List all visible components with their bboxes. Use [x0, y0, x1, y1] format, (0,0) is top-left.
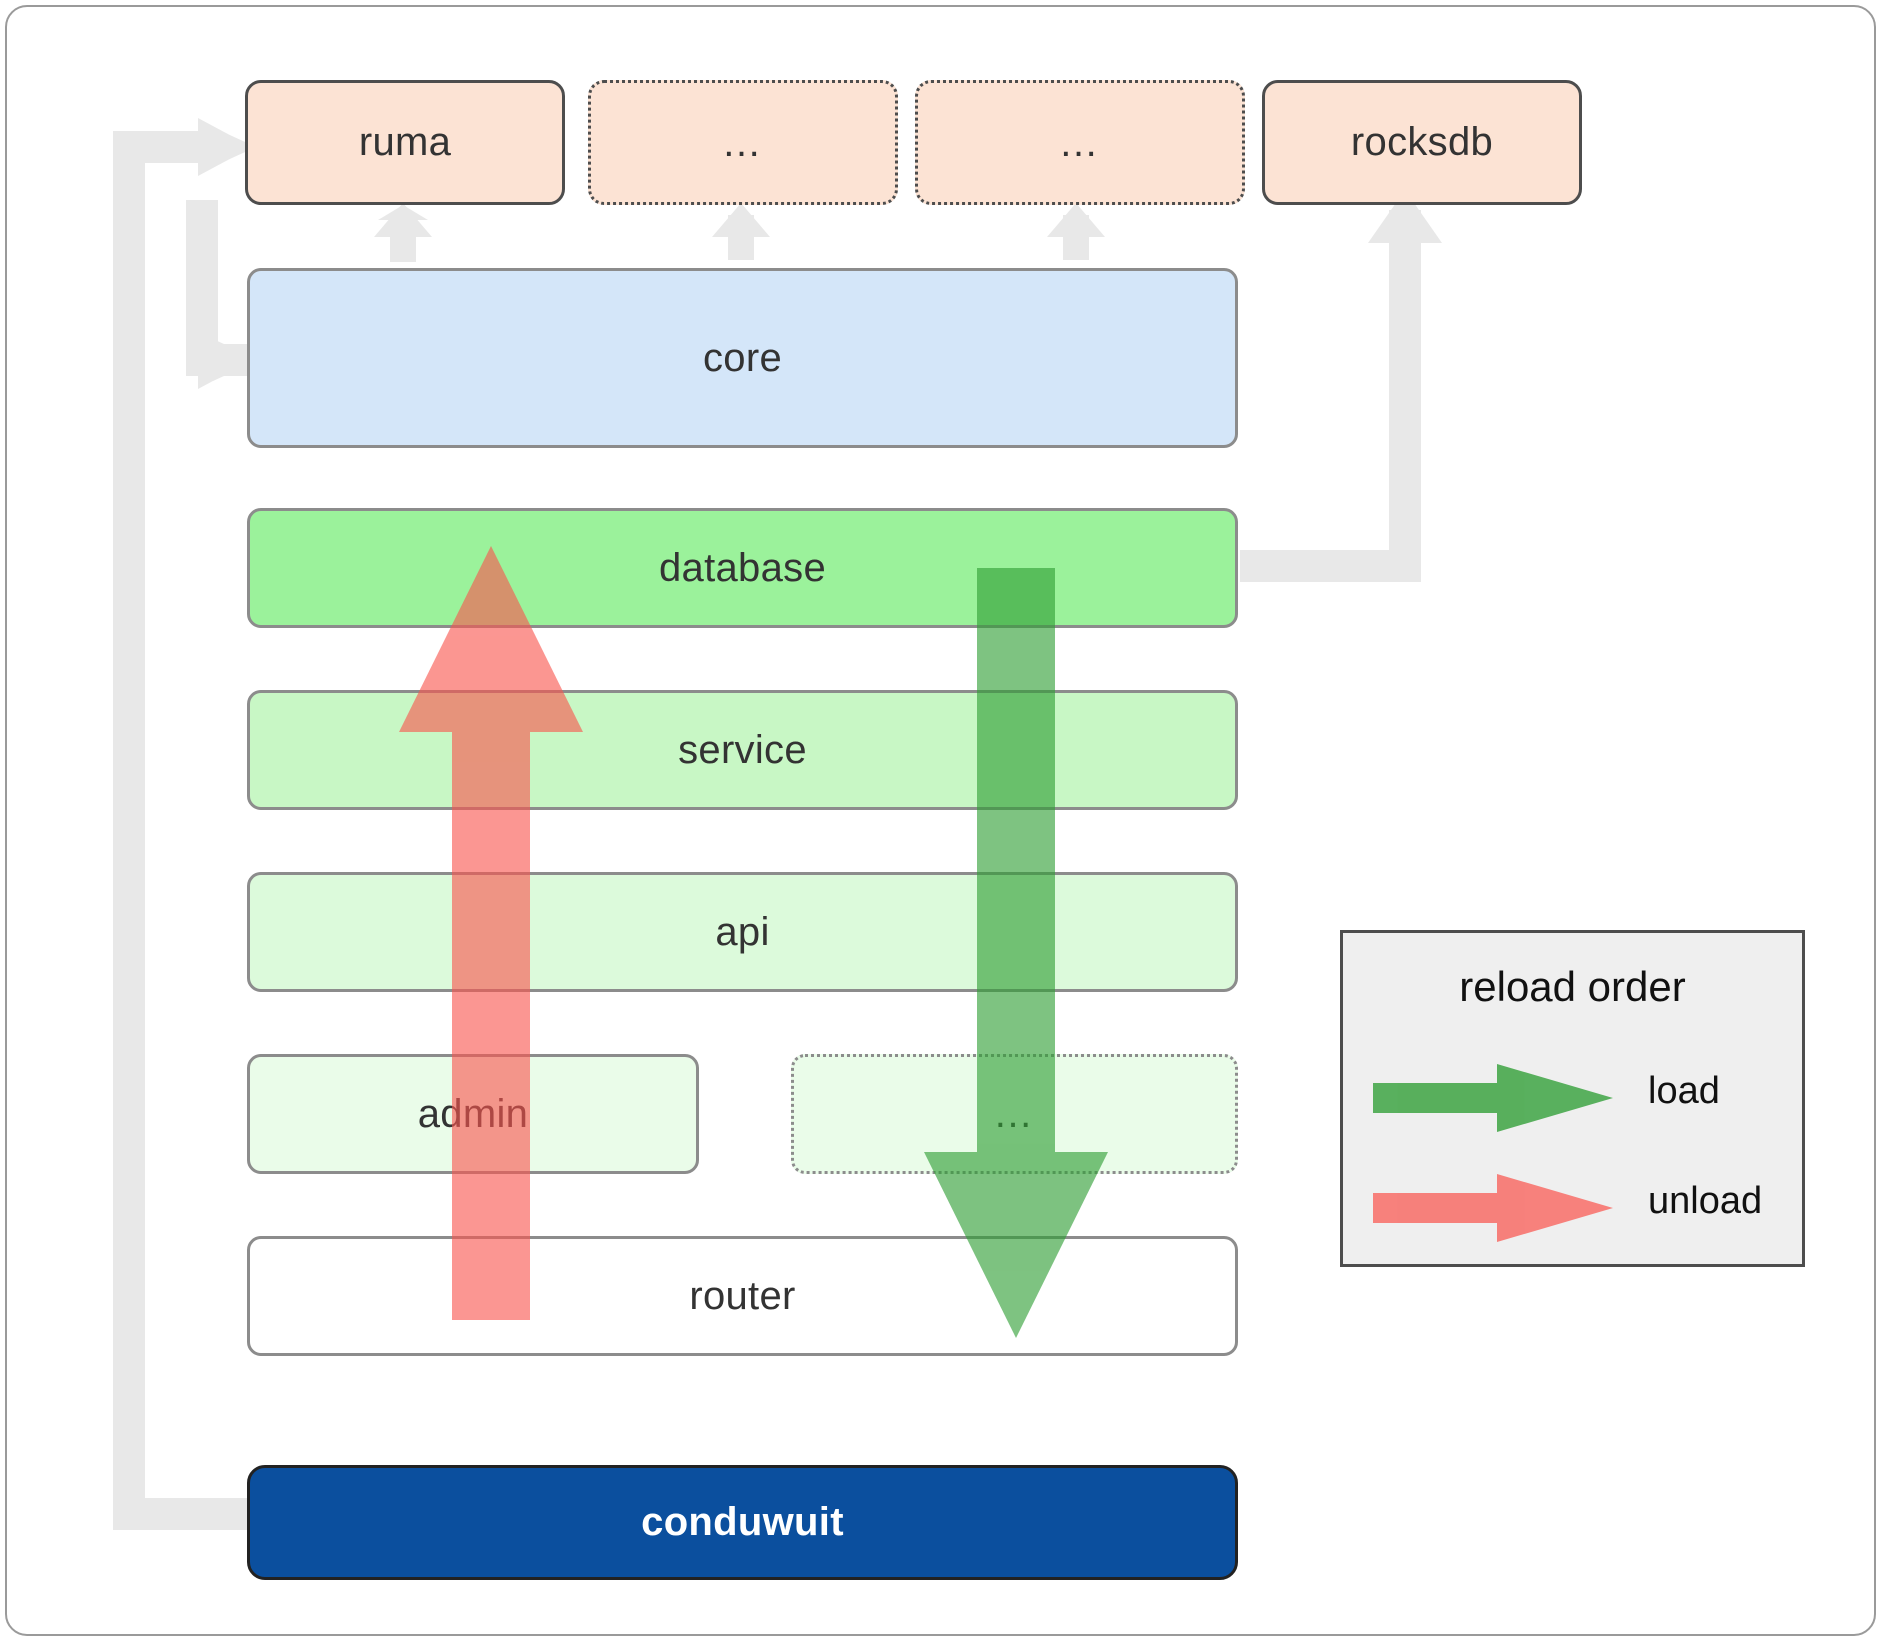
dependency-box-rocksdb[interactable]: rocksdb: [1262, 80, 1582, 205]
binary-box-conduwuit[interactable]: conduwuit: [247, 1465, 1238, 1580]
layer-box-admin[interactable]: admin: [247, 1054, 699, 1174]
layer-box-database[interactable]: database: [247, 508, 1238, 628]
legend-unload-arrow-icon: [1373, 1174, 1613, 1242]
layer-box-router[interactable]: router: [247, 1236, 1238, 1356]
layer-label-database: database: [659, 545, 826, 590]
legend-panel: reload order load unload: [1340, 930, 1805, 1267]
dependency-box-dep2[interactable]: …: [588, 80, 898, 205]
dependency-label-dep3: …: [1058, 120, 1102, 165]
layer-box-api[interactable]: api: [247, 872, 1238, 992]
diagram-frame: [5, 5, 1876, 1636]
layer-label-api: api: [715, 909, 770, 954]
layer-label-core: core: [702, 335, 782, 380]
binary-label-conduwuit: conduwuit: [641, 1500, 844, 1544]
layer-box-service[interactable]: service: [247, 690, 1238, 810]
layer-box-more[interactable]: …: [791, 1054, 1238, 1174]
dependency-box-dep3[interactable]: …: [915, 80, 1245, 205]
dependency-label-rocksdb: rocksdb: [1350, 120, 1494, 164]
layer-box-core[interactable]: core: [247, 268, 1238, 448]
dependency-label-dep2: …: [721, 120, 765, 165]
layer-label-service: service: [678, 727, 807, 772]
legend-load-label: load: [1648, 1070, 1720, 1112]
layer-label-more: …: [993, 1092, 1036, 1136]
legend-load-arrow-icon: [1373, 1064, 1613, 1132]
layer-label-admin: admin: [417, 1091, 529, 1136]
layer-label-router: router: [689, 1273, 796, 1318]
dependency-label-ruma: ruma: [358, 120, 452, 164]
legend-unload-label: unload: [1648, 1180, 1763, 1222]
legend-title: reload order: [1459, 963, 1686, 1010]
dependency-box-ruma[interactable]: ruma: [245, 80, 565, 205]
